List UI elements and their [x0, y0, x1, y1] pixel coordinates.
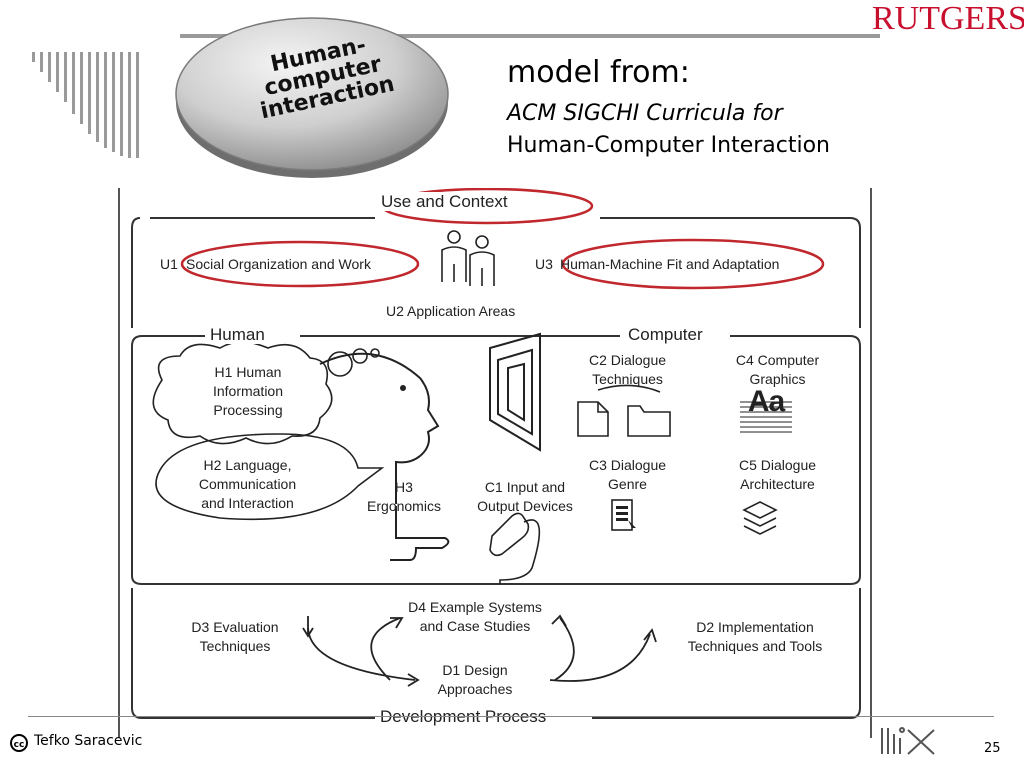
page-number: 25 — [984, 741, 1001, 756]
slide-title: model from: — [507, 55, 690, 90]
genre-document-icon — [611, 499, 636, 531]
badge-disc — [175, 17, 449, 178]
decorative-stripes — [32, 52, 139, 158]
speech-bubble — [155, 433, 385, 521]
u1-label: Social Organization and Work — [186, 256, 371, 272]
footer-author: Tefko Saracevic — [34, 733, 143, 749]
slide-subtitle: ACM SIGCHI Curricula for Human-Computer … — [507, 101, 830, 158]
diagram-lines — [131, 188, 861, 719]
course-logo-icon — [881, 727, 935, 755]
monitor-icon — [489, 332, 541, 452]
section-computer: Computer — [624, 325, 707, 344]
layers-icon — [742, 501, 778, 535]
hci-model-diagram: Use and Context U1 Social Organization a… — [118, 188, 872, 738]
creative-commons-icon: cc — [10, 734, 28, 752]
document-folder-icon — [577, 384, 671, 437]
people-icon — [441, 230, 495, 286]
section-use-context: Use and Context — [377, 192, 512, 211]
process-arrows — [302, 614, 657, 687]
header-divider — [180, 34, 880, 38]
footer-divider — [28, 716, 994, 717]
u3-label: Human-Machine Fit and Adaptation — [560, 256, 780, 272]
rutgers-logo: RUTGERS — [872, 0, 1024, 37]
mouse-icon — [489, 512, 541, 584]
section-human: Human — [206, 325, 269, 344]
graphics-glyph: Aa — [747, 385, 785, 418]
head-profile — [319, 352, 450, 561]
u2-label: U2 Application Areas — [386, 303, 516, 319]
graphics-lines — [740, 401, 792, 433]
u1-prefix: U1 — [160, 256, 178, 272]
thought-cloud — [152, 341, 380, 445]
u3-prefix: U3 — [535, 256, 553, 272]
